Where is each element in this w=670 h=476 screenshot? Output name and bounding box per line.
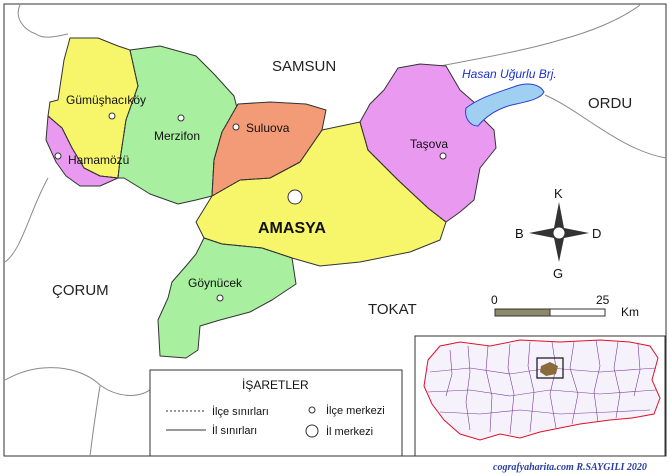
inset-amasya-box bbox=[536, 357, 564, 379]
legend-district-border: İlçe sınırları bbox=[212, 405, 269, 418]
center-goynucek bbox=[216, 294, 224, 302]
dam-lake bbox=[465, 83, 545, 127]
compass-south: G bbox=[553, 266, 563, 281]
neighbor-corum: ÇORUM bbox=[52, 282, 109, 299]
compass-east: D bbox=[592, 226, 601, 241]
district-merzifon bbox=[117, 45, 239, 205]
label-goynucek: Göynücek bbox=[188, 276, 243, 290]
compass-west: B bbox=[515, 226, 524, 241]
compass-rose: K G B D bbox=[515, 186, 601, 281]
dam-label: Hasan Uğurlu Brj. bbox=[462, 67, 557, 81]
label-merzifon: Merzifon bbox=[154, 129, 200, 143]
inset-turkey-outline bbox=[423, 339, 661, 441]
neighbor-ordu: ORDU bbox=[588, 95, 632, 112]
legend: İŞARETLER İlçe sınırları İl sınırları İl… bbox=[149, 369, 403, 457]
legend-title: İŞARETLER bbox=[242, 378, 309, 392]
label-tasova: Taşova bbox=[410, 137, 448, 151]
center-gumushacikoy bbox=[108, 112, 116, 120]
scale-unit: Km bbox=[621, 305, 639, 319]
center-tasova bbox=[439, 152, 447, 160]
neighbor-borders bbox=[4, 4, 667, 457]
legend-province-center: İl merkezi bbox=[326, 425, 373, 438]
scale-start: 0 bbox=[491, 293, 498, 307]
scale-bar: 0 25 Km bbox=[491, 293, 639, 319]
center-amasya bbox=[287, 189, 303, 205]
district-areas bbox=[45, 37, 497, 359]
district-borders bbox=[47, 49, 447, 259]
inset-amasya-highlight bbox=[540, 362, 558, 376]
neighbor-samsun: SAMSUN bbox=[272, 58, 336, 75]
label-hamamozu: Hamamözü bbox=[68, 153, 129, 167]
legend-province-border: İl sınırları bbox=[212, 424, 257, 437]
scale-end: 25 bbox=[596, 293, 610, 307]
label-suluova: Suluova bbox=[246, 121, 290, 135]
center-hamamozu bbox=[54, 152, 62, 160]
center-suluova bbox=[232, 123, 240, 131]
compass-north: K bbox=[554, 186, 563, 201]
inset-turkey-map bbox=[414, 335, 666, 457]
district-centers bbox=[54, 112, 447, 302]
label-amasya: AMASYA bbox=[258, 220, 326, 237]
legend-district-center: İlçe merkezi bbox=[326, 404, 385, 417]
credit: cografyaharita.com R.SAYGILI 2020 bbox=[493, 462, 647, 473]
neighbor-tokat: TOKAT bbox=[368, 301, 417, 318]
center-merzifon bbox=[177, 114, 185, 122]
label-gumushacikoy: Gümüşhacıköy bbox=[66, 93, 146, 107]
